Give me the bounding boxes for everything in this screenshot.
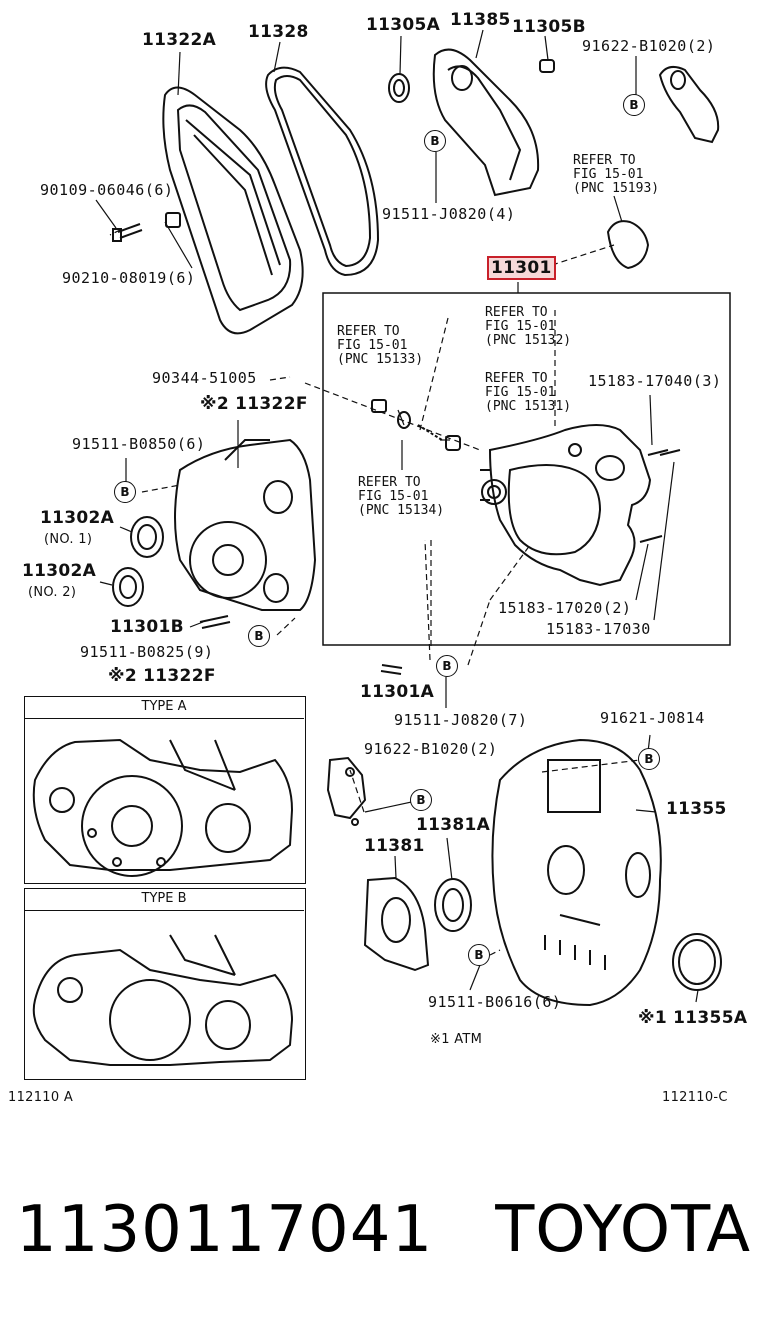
label-11385: 11385 (450, 10, 511, 30)
label-11301b: 11301B (110, 617, 184, 637)
label-91621-j0814: 91621-J0814 (600, 709, 705, 727)
highlighted-part-number: 11301 (487, 256, 556, 280)
type-b-box (24, 888, 306, 1080)
label-90210-08019: 90210-08019(6) (62, 269, 196, 287)
label-15183-17040: 15183-17040(3) (588, 372, 722, 390)
label-11305b: 11305B (512, 17, 586, 37)
refer-pnc-15132: REFER TO FIG 15-01 (PNC 15132) (485, 305, 572, 348)
label-11302a-no2-sub: (NO. 2) (28, 585, 77, 600)
seal-11302a-no2 (112, 567, 144, 607)
seal-11302a-no1 (130, 516, 164, 558)
plug-11305b (539, 59, 555, 73)
refer-pnc-15134: REFER TO FIG 15-01 (PNC 15134) (358, 475, 445, 518)
label-91511-j0820-4: 91511-J0820(4) (382, 205, 516, 223)
badge-b-91621-j0814: B (638, 748, 660, 770)
badge-b-bracket-top: B (623, 94, 645, 116)
label-91511-b0616: 91511-B0616(6) (428, 993, 562, 1011)
timing-case-11301 (488, 424, 652, 587)
timing-cover-11322f (174, 438, 317, 611)
bracket-top (658, 65, 720, 144)
label-11328: 11328 (248, 22, 309, 42)
label-91511-b0825: 91511-B0825(9) (80, 643, 214, 661)
label-90344-51005: 90344-51005 (152, 369, 257, 387)
refer-pnc-15131: REFER TO FIG 15-01 (PNC 15131) (485, 371, 572, 414)
label-11322f-bottom: ※2 11322F (108, 666, 216, 686)
type-a-box (24, 696, 306, 884)
timing-cover-11322a (162, 86, 304, 335)
ring-11355a (672, 933, 722, 991)
refer-pnc-15193: REFER TO FIG 15-01 (PNC 15193) (573, 153, 660, 196)
footer-caption: 1130117041 TOYOTA (16, 1190, 756, 1270)
label-15183-17030: 15183-17030 (546, 620, 651, 638)
seal-11381a (434, 878, 472, 932)
diagram-code-right: 112110-C (662, 1090, 728, 1105)
footer-brand: TOYOTA (495, 1193, 752, 1267)
label-91511-b0850: 91511-B0850(6) (72, 435, 206, 453)
assembly-11301-box (322, 292, 731, 646)
label-11305a: 11305A (366, 15, 441, 35)
label-11301: 11301 (487, 256, 556, 280)
badge-b-91511-b0825: B (248, 625, 270, 647)
atm-footnote: ※1 ATM (430, 1032, 483, 1047)
label-11381: 11381 (364, 836, 425, 856)
label-11381a: 11381A (416, 815, 491, 835)
label-91511-j0820-7: 91511-J0820(7) (394, 711, 528, 729)
label-11355: 11355 (666, 799, 727, 819)
oring-15193 (606, 220, 650, 270)
gasket-11328 (265, 66, 380, 277)
seal-11305a (388, 73, 410, 103)
badge-b-91511-j0820-7: B (436, 655, 458, 677)
badge-b-91622-b1020-mid: B (410, 789, 432, 811)
badge-b-91511-b0850: B (114, 481, 136, 503)
cover-11385 (432, 48, 540, 197)
label-11302a-no1-sub: (NO. 1) (44, 532, 93, 547)
plate-11355 (491, 738, 662, 1007)
label-91622-b1020-top: 91622-B1020(2) (582, 37, 716, 55)
badge-b-11385: B (424, 130, 446, 152)
label-11302a-no2: 11302A (22, 561, 97, 581)
footer-part-number: 1130117041 (16, 1193, 434, 1267)
refer-pnc-15133: REFER TO FIG 15-01 (PNC 15133) (337, 324, 424, 367)
badge-b-91511-b0616: B (468, 944, 490, 966)
type-a-heading: TYPE A (24, 696, 304, 719)
label-15183-17020: 15183-17020(2) (498, 599, 632, 617)
label-91622-b1020-mid: 91622-B1020(2) (364, 740, 498, 758)
label-11322f-top: ※2 11322F (200, 394, 308, 414)
bracket-mid (326, 756, 367, 820)
retainer-11381 (363, 876, 430, 972)
type-b-heading: TYPE B (24, 888, 304, 911)
label-90109-06046: 90109-06046(6) (40, 181, 174, 199)
diagram-code-left: 112110 A (8, 1090, 74, 1105)
label-11355a: ※1 11355A (638, 1008, 748, 1028)
label-11322a: 11322A (142, 30, 217, 50)
label-11301a: 11301A (360, 682, 435, 702)
label-11302a-no1: 11302A (40, 508, 115, 528)
